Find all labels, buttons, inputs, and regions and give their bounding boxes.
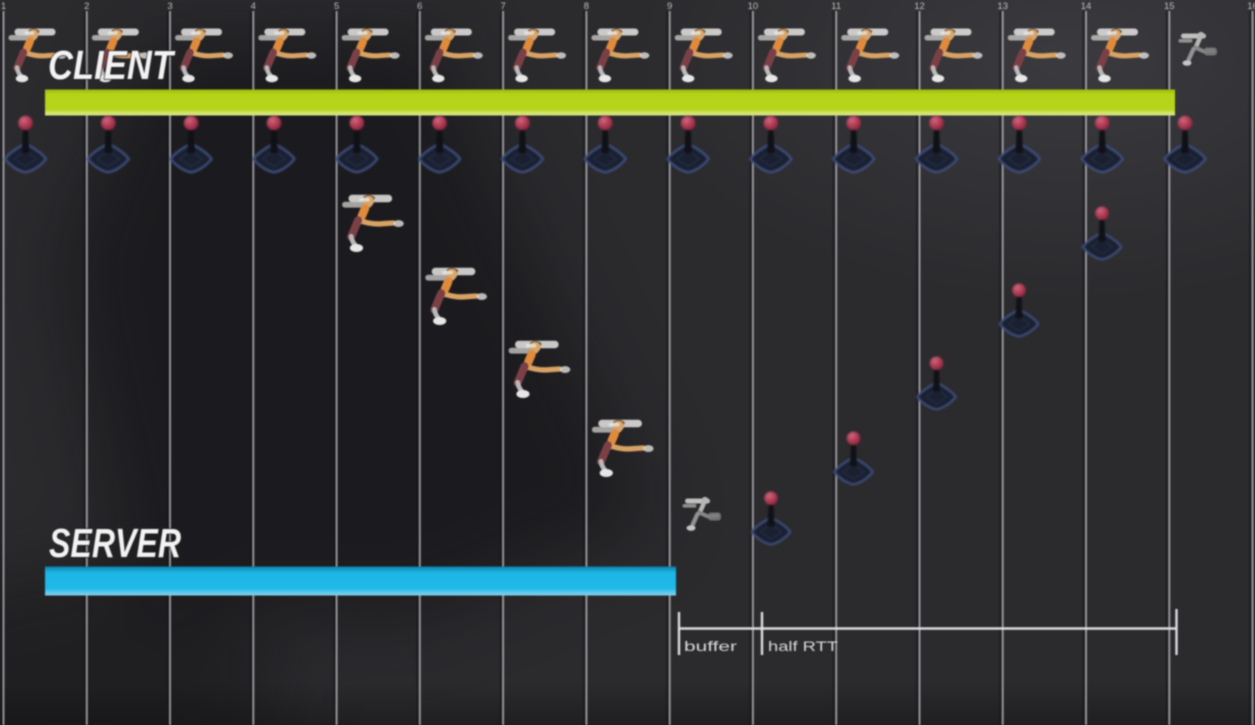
svg-text:half RTT: half RTT <box>768 639 838 654</box>
svg-text:6: 6 <box>417 1 422 12</box>
svg-text:9: 9 <box>667 1 672 12</box>
svg-text:14: 14 <box>1081 1 1092 12</box>
svg-text:11: 11 <box>831 1 841 12</box>
svg-text:buffer: buffer <box>684 639 738 654</box>
svg-text:13: 13 <box>997 1 1008 12</box>
svg-text:5: 5 <box>334 1 339 12</box>
svg-text:7: 7 <box>500 1 505 12</box>
svg-text:4: 4 <box>251 1 256 12</box>
svg-text:16: 16 <box>1247 1 1255 12</box>
svg-text:CLIENT: CLIENT <box>48 42 175 88</box>
svg-text:10: 10 <box>748 1 759 12</box>
svg-text:2: 2 <box>84 1 89 12</box>
svg-text:SERVER: SERVER <box>49 520 181 566</box>
svg-text:12: 12 <box>914 1 925 12</box>
svg-text:1: 1 <box>1 1 6 12</box>
svg-text:8: 8 <box>584 1 589 12</box>
svg-text:3: 3 <box>167 1 172 12</box>
svg-text:15: 15 <box>1164 1 1175 12</box>
